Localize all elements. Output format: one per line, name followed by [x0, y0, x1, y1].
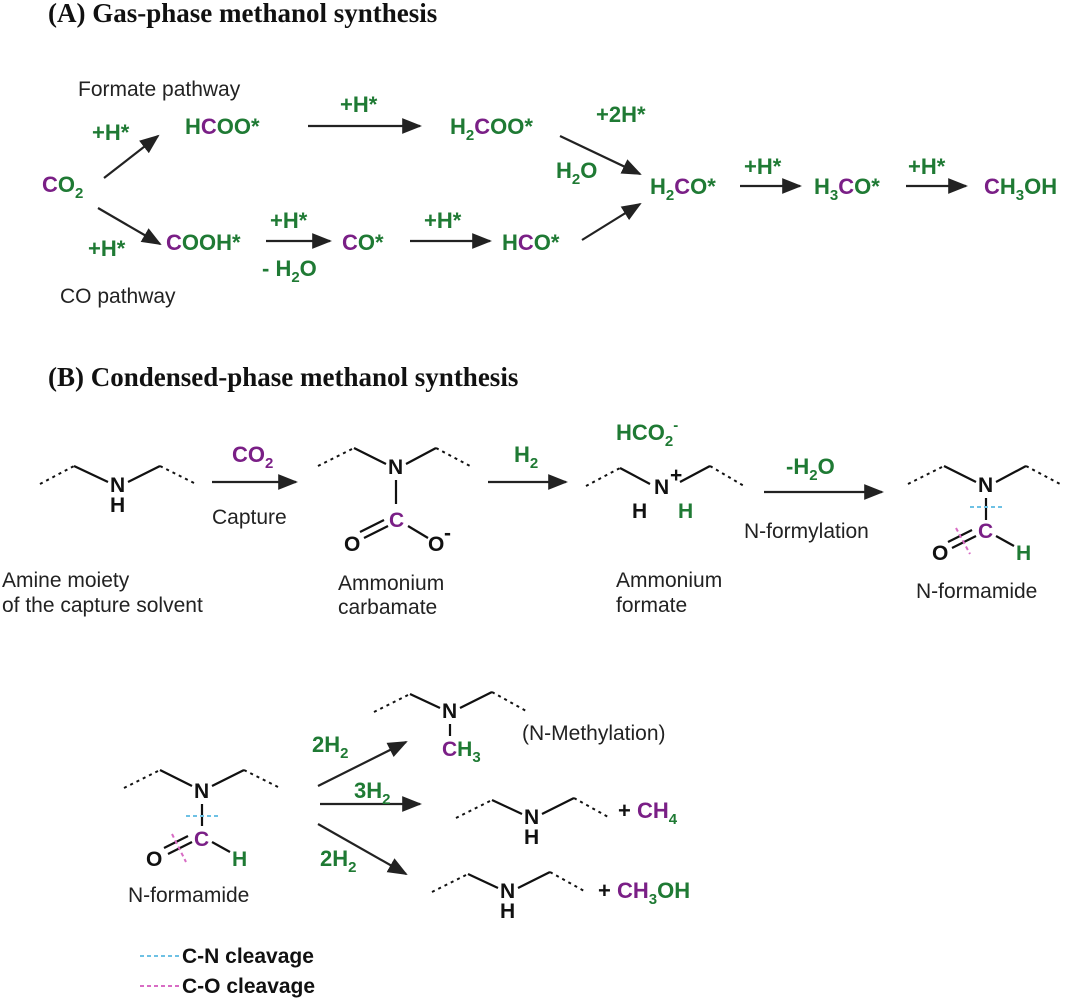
svg-text:H: H	[1016, 542, 1031, 565]
amine-caption-line2: of the capture solvent	[2, 594, 203, 617]
reagent-plus-h: +H*	[908, 154, 946, 179]
formate-pathway-label: Formate pathway	[78, 78, 241, 101]
reagent-2h2-bottom: 2H2	[320, 846, 356, 876]
ammonium-carbamate-structure: N C O O -	[317, 447, 471, 556]
species-cooh: COOH*	[166, 230, 241, 255]
svg-text:N: N	[524, 806, 539, 829]
arrow-co-cleavage	[317, 823, 408, 875]
carbamate-caption-line2: carbamate	[338, 596, 437, 619]
co-pathway-label: CO pathway	[60, 285, 176, 308]
svg-text:H: H	[232, 848, 247, 871]
svg-text:N: N	[500, 880, 515, 903]
n-methyl-amine-structure: N CH3	[373, 691, 529, 766]
reagent-plus-h: +H*	[424, 208, 462, 233]
methyl-group: CH3	[442, 738, 481, 766]
svg-text:N: N	[442, 700, 457, 723]
arrow-h2coo-to-h2co	[559, 135, 642, 175]
arrow-hco-to-h2co	[581, 202, 642, 241]
species-h3co: H3CO*	[814, 174, 880, 204]
reagent-minus-h2o: -H2O	[786, 454, 835, 484]
reagent-plus-h: +H*	[88, 236, 126, 261]
reagent-plus-h: +H*	[340, 92, 378, 117]
svg-text:+: +	[670, 464, 682, 487]
ammonium-formate-structure: N + H H	[585, 464, 745, 523]
carbamate-caption-line1: Ammonium	[338, 572, 444, 595]
arrow-co2-to-hcoo	[103, 134, 160, 179]
reagent-3h2: 3H2	[354, 778, 390, 808]
n-formylation-label: N-formylation	[744, 520, 869, 543]
n-formamide-structure-bottom: N C O H	[123, 769, 281, 871]
svg-text:O: O	[428, 533, 444, 556]
species-hco: HCO*	[502, 230, 560, 255]
formamide-caption-bottom: N-formamide	[128, 884, 249, 907]
panel-a-title: (A) Gas-phase methanol synthesis	[48, 0, 437, 28]
species-h2co: H2CO*	[650, 174, 716, 204]
reagent-plus-2h: +2H*	[596, 102, 646, 127]
svg-text:C: C	[194, 828, 209, 851]
amine-structure: N H	[39, 465, 197, 517]
legend-cn-label: C-N cleavage	[182, 945, 314, 968]
legend-co-label: C-O cleavage	[182, 975, 315, 998]
methane-product: + CH4	[618, 798, 678, 828]
arrow-n-methylation	[317, 741, 408, 787]
svg-text:C: C	[389, 509, 404, 532]
formamide-caption-top: N-formamide	[916, 580, 1037, 603]
svg-text:H: H	[678, 500, 693, 523]
svg-text:H: H	[632, 500, 647, 523]
n-methylation-label: (N-Methylation)	[522, 722, 666, 745]
arrow-co2-to-cooh	[97, 207, 162, 245]
amine-caption-line1: Amine moiety	[2, 569, 130, 592]
reagent-plus-h: +H*	[270, 208, 308, 233]
species-co2: CO2	[42, 172, 83, 202]
reagent-plus-h: +H*	[92, 120, 130, 145]
formate-caption-line2: formate	[616, 594, 687, 617]
svg-text:C: C	[978, 520, 993, 543]
svg-text:O: O	[932, 542, 948, 565]
amine-product-ch3oh: N H	[431, 871, 587, 923]
capture-label: Capture	[212, 506, 287, 529]
panel-b-title: (B) Condensed-phase methanol synthesis	[48, 362, 518, 392]
species-hcoo: HCOO*	[185, 114, 260, 139]
species-co: CO*	[342, 230, 384, 255]
svg-text:O: O	[344, 533, 360, 556]
svg-text:H: H	[110, 494, 125, 517]
svg-text:O: O	[146, 848, 162, 871]
svg-text:H: H	[524, 826, 539, 849]
reagent-2h2-top: 2H2	[312, 732, 348, 762]
reagent-h2o: H2O	[556, 158, 597, 188]
formate-caption-line1: Ammonium	[616, 569, 722, 592]
amine-product-ch4: N H	[455, 797, 611, 849]
reagent-plus-h: +H*	[744, 154, 782, 179]
svg-text:N: N	[194, 780, 209, 803]
n-formamide-structure: N C O H	[907, 465, 1061, 565]
svg-text:-: -	[444, 522, 451, 545]
svg-text:N: N	[978, 474, 993, 497]
svg-text:H: H	[500, 900, 515, 923]
reagent-co2: CO2	[232, 442, 273, 472]
reagent-minus-h2o: - H2O	[262, 256, 317, 286]
methanol-product: + CH3OH	[598, 878, 690, 908]
species-ch3oh: CH3OH	[984, 174, 1057, 204]
species-h2coo: H2COO*	[450, 114, 533, 144]
reagent-h2: H2	[514, 442, 538, 472]
svg-text:N: N	[110, 474, 125, 497]
counter-ion-hco2: HCO2-	[616, 417, 678, 450]
svg-text:N: N	[388, 456, 403, 479]
svg-text:N: N	[654, 476, 669, 499]
legend: C-N cleavage C-O cleavage	[140, 945, 315, 998]
